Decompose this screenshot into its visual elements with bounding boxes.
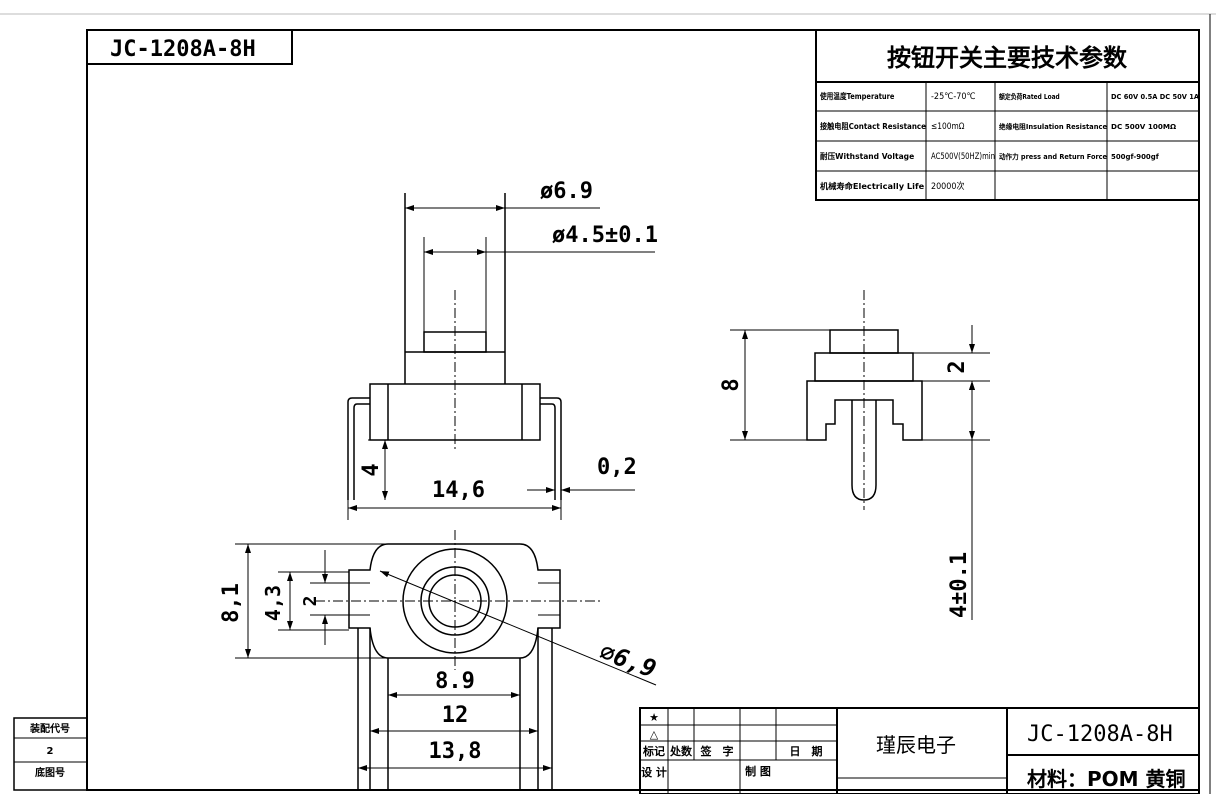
dim-right-step: 2 <box>945 360 970 373</box>
spec-cell-r2-c3: 500gf-900gf <box>1111 153 1160 161</box>
dim-bottom-height: 8,1 <box>219 583 244 623</box>
tb-col-mark: 标记 <box>642 744 665 758</box>
header-part-number: JC-1208A-8H <box>110 37 256 62</box>
left-mini-table <box>13 717 88 791</box>
tb-part-number: JC-1208A-8H <box>1027 722 1173 747</box>
bottom-view-dims <box>235 543 657 771</box>
dim-side-width: 14,6 <box>432 478 485 503</box>
spec-cell-r3-c1: 20000次 <box>931 180 964 192</box>
tb-col-sign: 签 字 <box>700 744 734 758</box>
tb-material: 材料：POM 黄铜 <box>1027 767 1186 791</box>
side-view <box>806 290 923 510</box>
dim-pin-thickness: 0,2 <box>597 455 637 480</box>
left-label-assembly: 装配代号 <box>29 722 70 735</box>
spec-cell-r1-c2: 绝缘电阻Insulation Resistance <box>999 122 1107 131</box>
spec-cell-r1-c0: 接触电阻Contact Resistance <box>820 121 927 131</box>
header-part-box: JC-1208A-8H <box>86 29 293 65</box>
tb-design: 设 计 <box>641 765 667 779</box>
dim-bottom-small: 2 <box>300 596 321 607</box>
spec-cell-r1-c1: ≤100mΩ <box>931 122 965 132</box>
tb-company: 瑾辰电子 <box>876 733 956 757</box>
dim-bottom-w2: 12 <box>442 703 469 728</box>
title-block <box>639 707 1200 794</box>
drawing-frame <box>86 14 1211 794</box>
spec-cell-r0-c2: 额定负荷Rated Load <box>998 92 1060 101</box>
tb-col-date: 日 期 <box>790 744 823 758</box>
spec-table: 按钮开关主要技术参数 使用温度Temperature -25℃-70℃ 额定负荷Ra… <box>815 29 1200 201</box>
spec-cell-r2-c0: 耐压Withstand Voltage <box>820 151 915 161</box>
spec-cell-r1-c3: DC 500V 100MΩ <box>1111 123 1176 131</box>
dim-bottom-w3: 13,8 <box>429 739 482 764</box>
tb-triangle: △ <box>650 728 659 741</box>
front-view <box>347 193 562 500</box>
spec-cell-r0-c3: DC 60V 0.5A DC 50V 1A <box>1111 93 1200 101</box>
spec-cell-r2-c1: AC500V(50HZ)min <box>931 152 995 162</box>
spec-cell-r0-c0: 使用温度Temperature <box>819 91 895 101</box>
spec-cell-r0-c1: -25℃-70℃ <box>931 92 976 102</box>
dim-right-height: 8 <box>719 378 744 391</box>
dim-top-inner-dia: ø4.5±0.1 <box>552 223 658 248</box>
left-label-base: 底图号 <box>35 766 65 779</box>
dim-bottom-w1: 8.9 <box>435 669 475 694</box>
side-view-dims <box>730 325 990 620</box>
dim-side-height: 4 <box>359 463 384 476</box>
spec-cell-r3-c0: 机械寿命Electrically Life <box>820 181 925 191</box>
dim-bottom-dia: ∅6,9 <box>596 637 660 683</box>
spec-cell-r2-c2: 动作力 press and Return Force <box>999 152 1107 161</box>
left-value: 2 <box>47 746 54 757</box>
dim-bottom-mid: 4,3 <box>261 585 285 621</box>
tb-drawing: 制 图 <box>745 764 771 778</box>
dim-top-outer-dia: ø6.9 <box>540 179 593 204</box>
front-view-dims <box>347 205 655 520</box>
spec-table-title: 按钮开关主要技术参数 <box>887 44 1128 72</box>
tb-star: ★ <box>649 711 659 724</box>
dim-right-pin: 4±0.1 <box>947 552 972 618</box>
bottom-view <box>315 530 600 790</box>
tb-col-count: 处数 <box>669 744 693 758</box>
